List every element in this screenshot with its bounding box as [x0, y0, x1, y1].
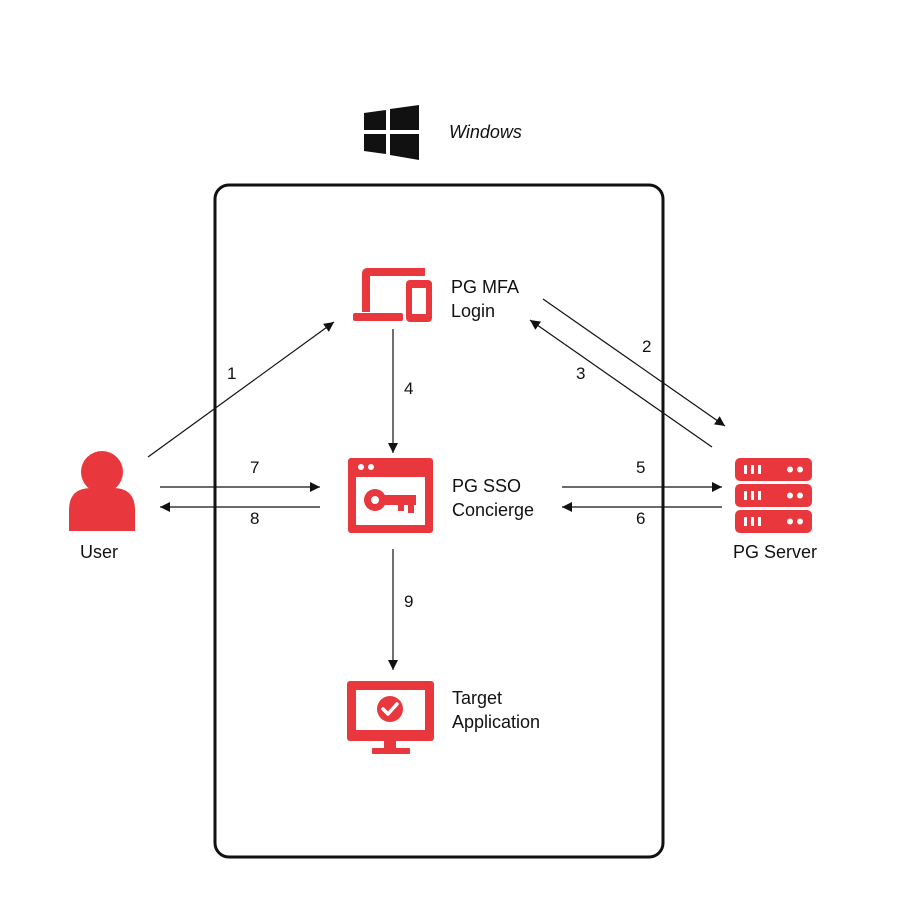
arrow-step-3 — [529, 319, 713, 448]
user-icon — [69, 451, 135, 531]
windows-logo-icon — [364, 105, 419, 160]
mfa-login-label: PG MFA Login — [451, 275, 519, 323]
mfa-login-label-line1: PG MFA — [451, 277, 520, 297]
step-number-7: 7 — [250, 458, 260, 477]
step-number-1: 1 — [227, 364, 237, 383]
target-app-label: Target Application — [452, 686, 540, 734]
sso-concierge-label-line1: PG SSO — [452, 476, 522, 496]
windows-boundary — [213, 183, 665, 859]
user-label: User — [80, 542, 119, 562]
server-stack-icon — [735, 458, 812, 533]
step-number-6: 6 — [636, 509, 646, 528]
target-app-label-line2: Application — [452, 712, 541, 732]
step-number-2: 2 — [642, 337, 652, 356]
arrow-step-1 — [147, 321, 335, 458]
platform-label: Windows — [449, 122, 522, 142]
step-number-5: 5 — [636, 458, 646, 477]
monitor-check-icon — [347, 681, 434, 754]
step-number-3: 3 — [576, 364, 586, 383]
mfa-login-label-line2: Login — [451, 301, 496, 321]
target-app-label-line1: Target — [452, 688, 503, 708]
step-number-4: 4 — [404, 379, 414, 398]
browser-key-icon — [348, 458, 433, 533]
sso-concierge-label: PG SSO Concierge — [452, 474, 534, 522]
pg-server-label: PG Server — [733, 542, 818, 562]
sso-concierge-label-line2: Concierge — [452, 500, 535, 520]
laptop-phone-icon — [353, 268, 432, 322]
step-number-9: 9 — [404, 592, 414, 611]
step-number-8: 8 — [250, 509, 260, 528]
arrow-step-2 — [542, 298, 726, 427]
